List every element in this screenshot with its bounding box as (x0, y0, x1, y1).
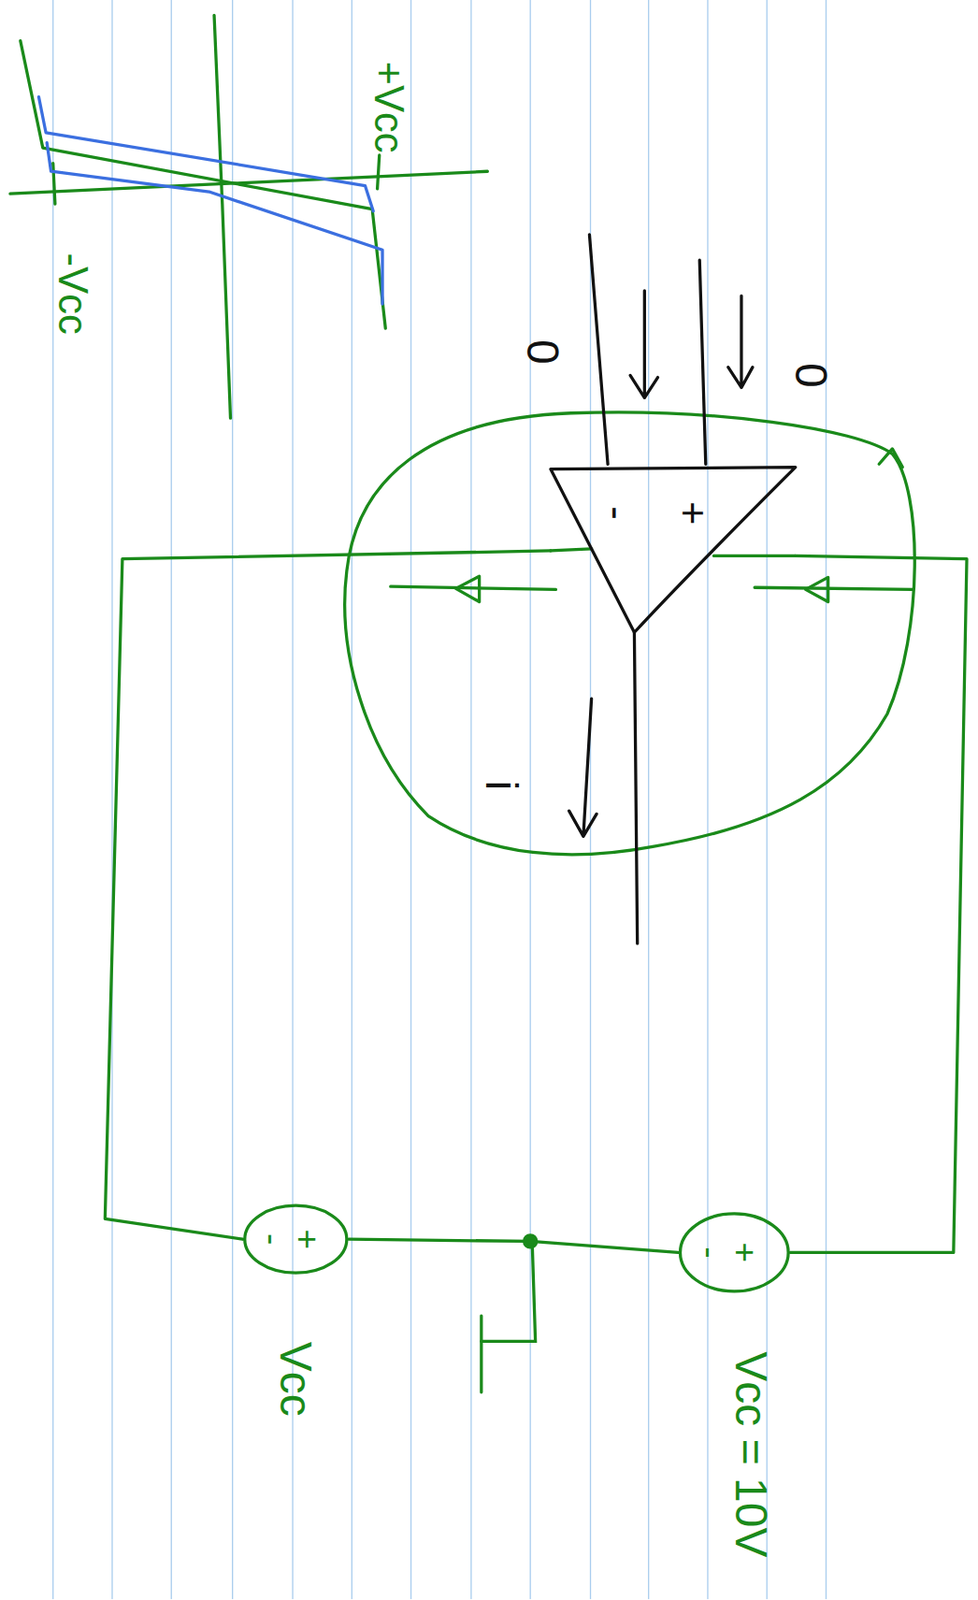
polarity-sign: + (728, 1242, 763, 1264)
rail-stubs (550, 548, 796, 557)
supply-wire (104, 550, 551, 1239)
current-label: i (479, 780, 525, 792)
current-label: 0 (519, 339, 565, 365)
kcl-loop (345, 412, 916, 855)
opamp-leads (569, 234, 753, 944)
source-label: Vcc = 10V (729, 1351, 775, 1557)
polarity-sign: - (693, 1246, 729, 1258)
ground-symbol (481, 1235, 537, 1393)
voltage-source: -+Vcc = 10V (677, 1211, 791, 1294)
axis-label: -Vcc (53, 252, 95, 334)
polarity-sign: - (256, 1233, 291, 1245)
axis-label: +Vcc (369, 60, 411, 153)
voltage-source: -+Vcc (243, 1203, 349, 1275)
supply-current-arrows (390, 575, 913, 602)
opamp-symbol-outline (550, 467, 796, 633)
opamp-symbol: -+ (550, 467, 796, 633)
current-label: 0 (788, 362, 834, 389)
polarity-sign: + (673, 501, 715, 525)
circle-outline (680, 1213, 790, 1292)
source-label: Vcc (273, 1341, 318, 1417)
notebook-grid (53, 0, 827, 1599)
supply-wire (790, 555, 967, 1252)
circle-outline (244, 1205, 347, 1273)
triangle-outline (550, 467, 796, 633)
polarity-sign: + (290, 1228, 326, 1250)
polarity-sign: - (596, 505, 638, 520)
supply-wire (348, 1238, 678, 1252)
transfer-graph (10, 14, 488, 418)
